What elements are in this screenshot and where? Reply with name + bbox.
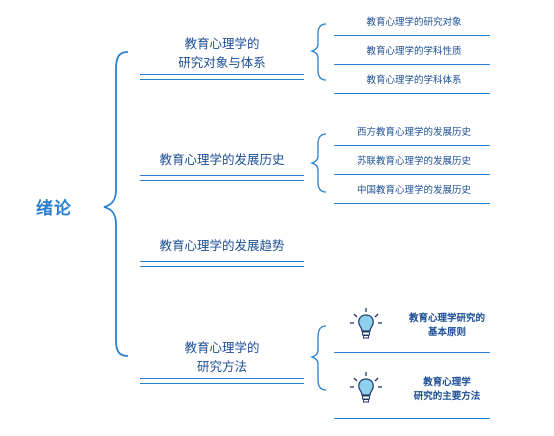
branch-1-underline xyxy=(140,74,304,80)
branch-4-label-line1: 教育心理学的 xyxy=(184,340,260,355)
main-brace xyxy=(103,51,129,357)
leaf-1-1: 教育心理学的研究对象 xyxy=(366,17,462,28)
leaf-2-3: 中国教育心理学的发展历史 xyxy=(356,185,471,196)
branch-4-underline xyxy=(140,378,304,384)
lightbulb-icon xyxy=(348,306,384,346)
leaf-4-2-line1: 教育心理学 xyxy=(423,377,471,388)
leaf-1-3-underline xyxy=(334,93,490,94)
branch-3-label: 教育心理学的发展趋势 xyxy=(159,238,285,253)
leaf-4-1: 教育心理学研究的 基本原则 xyxy=(392,312,502,340)
branch-3-underline xyxy=(140,261,304,267)
leaf-1-1-underline xyxy=(334,35,490,36)
leaf-4-1-line1: 教育心理学研究的 xyxy=(408,313,485,324)
leaf-4-2: 教育心理学 研究的主要方法 xyxy=(392,376,502,404)
bracket-branch-2 xyxy=(309,133,327,193)
bracket-branch-4 xyxy=(309,325,327,391)
lightbulb-icon xyxy=(348,370,384,410)
branch-2-underline xyxy=(140,175,304,181)
branch-2-label: 教育心理学的发展历史 xyxy=(159,152,285,167)
leaf-1-2: 教育心理学的学科性质 xyxy=(366,46,462,57)
branch-4-label-line2: 研究方法 xyxy=(196,359,247,374)
leaf-1-3: 教育心理学的学科体系 xyxy=(366,75,462,86)
leaf-4-1-underline xyxy=(334,352,490,353)
branch-1-label-line2: 研究对象与体系 xyxy=(178,55,266,70)
leaf-4-2-line2: 研究的主要方法 xyxy=(413,391,481,402)
branch-1-label: 教育心理学的 研究对象与体系 xyxy=(140,34,304,72)
leaf-1-2-underline xyxy=(334,64,490,65)
leaf-2-2: 苏联教育心理学的发展历史 xyxy=(356,156,471,167)
leaf-4-1-line2: 基本原则 xyxy=(427,327,466,338)
leaf-2-2-underline xyxy=(334,174,490,175)
leaf-2-1: 西方教育心理学的发展历史 xyxy=(356,127,471,138)
bracket-branch-1 xyxy=(309,23,327,81)
leaf-2-3-underline xyxy=(334,203,490,204)
leaf-4-2-underline xyxy=(334,418,490,419)
branch-1-label-line1: 教育心理学的 xyxy=(184,36,260,51)
root-node-label: 绪论 xyxy=(36,199,72,219)
branch-4-label: 教育心理学的 研究方法 xyxy=(140,338,304,376)
leaf-2-1-underline xyxy=(334,145,490,146)
